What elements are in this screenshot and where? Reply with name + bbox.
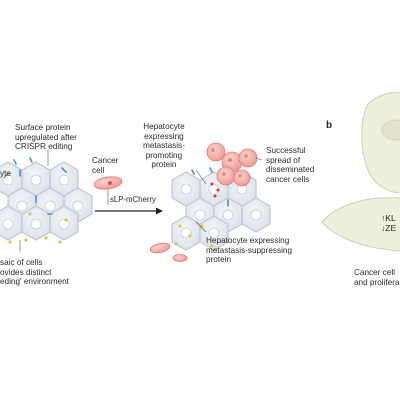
panel-b-label: b — [326, 120, 333, 131]
label-hepatocyte-suppressing: Hepatocyte expressing metastasis-suppres… — [206, 236, 293, 265]
left-leader-lines — [3, 150, 49, 252]
panel-b-cells — [321, 92, 400, 252]
disseminated-cancer-cells — [206, 142, 258, 187]
label-surface-protein: Surface protein upregulated after CRISPR… — [15, 123, 77, 152]
label-left-edge-fragment: yte — [0, 169, 11, 178]
left-surface-markers-yellow — [8, 212, 68, 244]
label-cell-markers: ↑KL ↓ZE — [381, 213, 397, 233]
right-surface-markers-yellow — [174, 224, 214, 248]
disseminated-cell-nuclei — [211, 148, 248, 178]
right-mosaic-nuclei — [180, 183, 262, 239]
left-mosaic-nuclei — [2, 174, 84, 230]
label-cancer-cell: Cancer cell — [92, 156, 119, 175]
mcherry-dots — [210, 182, 220, 198]
label-hepatocyte-promoting: Hepatocyte expressing metastasis- promot… — [143, 122, 185, 170]
migrating-cancer-cells — [149, 242, 188, 262]
cancer-cell-icon — [93, 176, 123, 190]
label-slp-mcherry: sLP-mCherry — [110, 195, 156, 204]
label-cancer-cell-proliferation: Cancer cell and prolifera — [354, 268, 400, 287]
left-surface-markers-blue — [13, 157, 67, 215]
label-successful-spread: Successful spread of disseminated cancer… — [266, 146, 315, 184]
process-arrow — [95, 207, 163, 215]
right-leader-lines — [195, 157, 263, 233]
label-mosaic: saic of cells ovides distinct eding' env… — [0, 258, 69, 287]
